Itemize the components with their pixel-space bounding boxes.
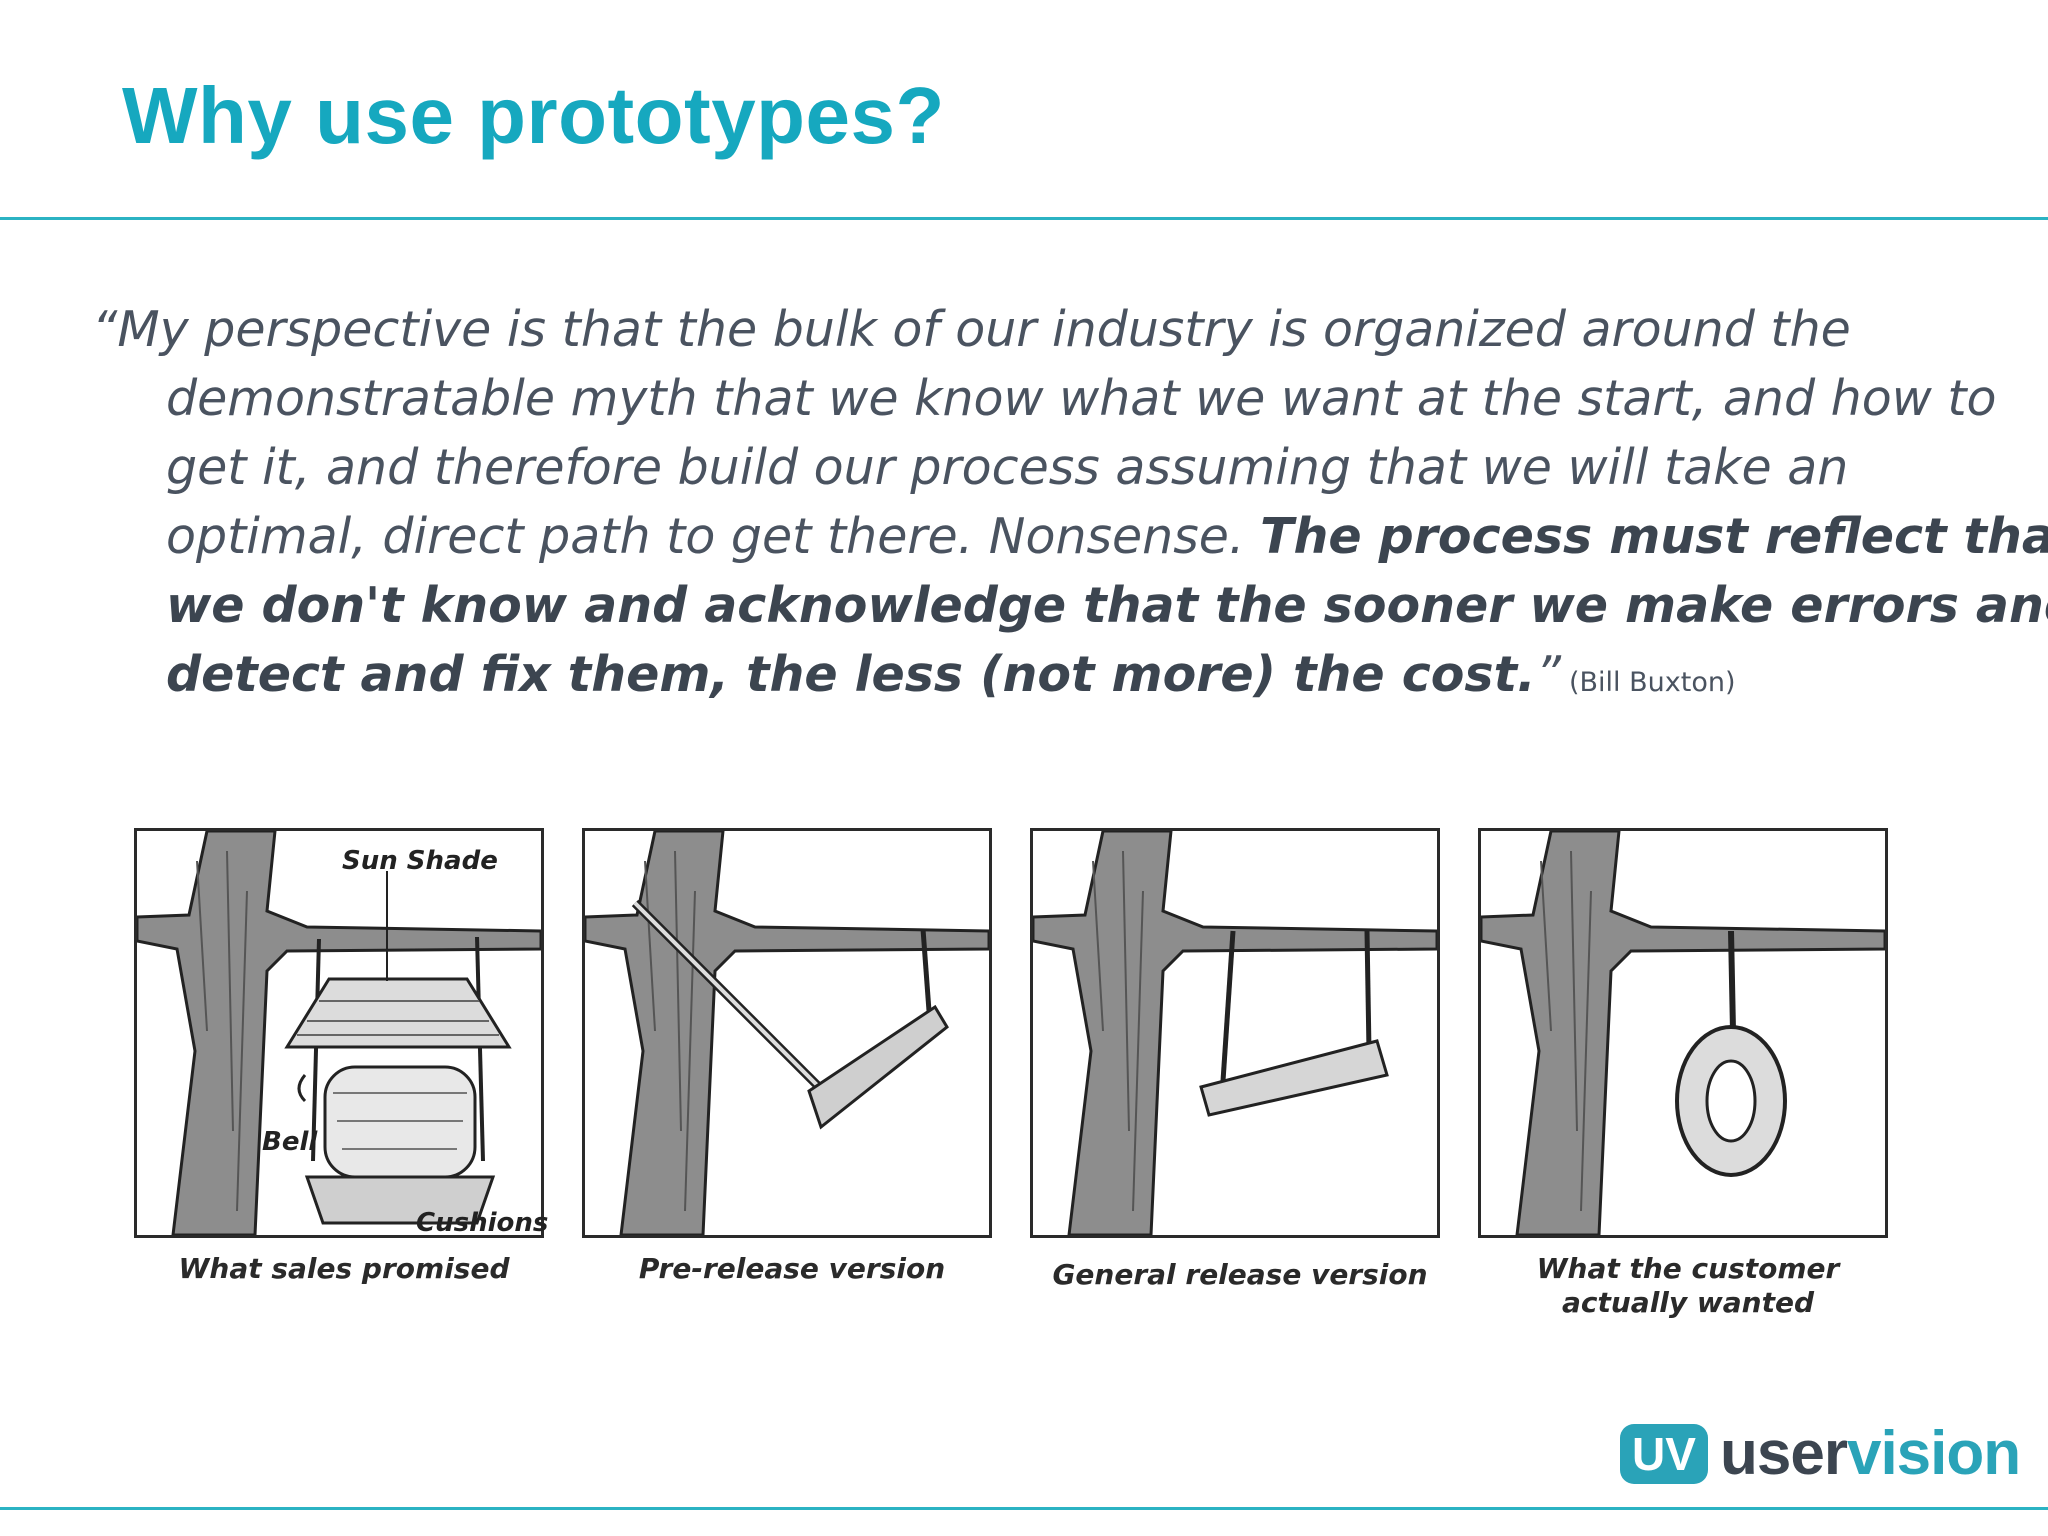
swing-deluxe-illustration <box>137 831 541 1235</box>
footer-divider <box>0 1507 2048 1510</box>
tire-swing-illustration <box>1481 831 1885 1235</box>
quote-line-2: demonstratable myth that we know what we… <box>166 370 1997 427</box>
slide-title: Why use prototypes? <box>122 71 945 160</box>
label-sun-shade: Sun Shade <box>342 846 498 876</box>
caption-pre-release: Pre-release version <box>638 1252 946 1285</box>
logo-wordmark: uservision <box>1720 1418 2021 1489</box>
quote-bold-text: The process must reflect that <box>1260 508 2048 565</box>
quote-bold-text-end: detect and fix them, the less (not more)… <box>166 646 1536 703</box>
quote-line-1: “My perspective is that the bulk of our … <box>92 301 1851 358</box>
logo-text-vision: vision <box>1846 1419 2021 1488</box>
quote-line-6: detect and fix them, the less (not more)… <box>92 640 1972 717</box>
tilted-swing-illustration <box>1033 831 1437 1235</box>
quote-closing-mark: ” <box>1535 646 1561 703</box>
title-divider <box>0 217 2048 220</box>
quote-line-4: optimal, direct path to get there. Nonse… <box>92 502 2048 571</box>
quote-block: “My perspective is that the bulk of our … <box>92 295 2048 717</box>
quote-line-5: we don't know and acknowledge that the s… <box>166 577 2048 634</box>
label-cushions: Cushions <box>416 1208 549 1238</box>
cartoon-panel-sales <box>134 828 544 1238</box>
broken-swing-illustration <box>585 831 989 1235</box>
caption-sales-promised: What sales promised <box>178 1252 510 1285</box>
logo-badge: UV <box>1620 1424 1708 1484</box>
label-bell: Bell <box>262 1127 318 1157</box>
quote-line-3: get it, and therefore build our process … <box>166 439 1849 496</box>
cartoon-panel-prerelease <box>582 828 992 1238</box>
quote-plain-text: optimal, direct path to get there. Nonse… <box>166 508 1261 565</box>
quote-attribution: (Bill Buxton) <box>1569 667 1736 698</box>
cartoon-panel-general-release <box>1030 828 1440 1238</box>
caption-customer-wanted: What the customer actually wanted <box>1478 1252 1898 1320</box>
logo-text-user: user <box>1720 1419 1848 1488</box>
caption-customer-line-2: actually wanted <box>1561 1286 1814 1319</box>
cartoon-panel-customer-wanted <box>1478 828 1888 1238</box>
caption-general-release: General release version <box>1052 1258 1428 1291</box>
caption-customer-line-1: What the customer <box>1536 1252 1840 1285</box>
